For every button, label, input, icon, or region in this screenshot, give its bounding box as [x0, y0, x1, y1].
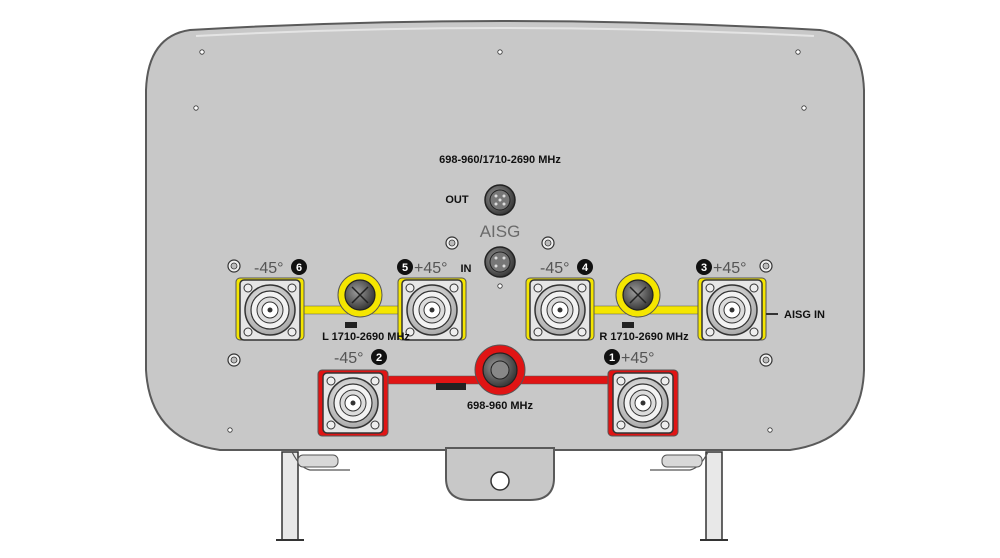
svg-text:-45°: -45°: [254, 260, 284, 277]
svg-text:5: 5: [402, 262, 408, 274]
antenna-housing: [145, 20, 865, 451]
svg-text:1: 1: [609, 352, 615, 364]
mounting-tab: [291, 447, 709, 501]
aisg-label: AISG: [480, 222, 521, 241]
right-band-label: R 1710-2690 MHz: [599, 331, 689, 343]
port-1-label: 1 +45°: [604, 349, 655, 367]
aisg-out-label: OUT: [445, 194, 469, 206]
port-6-label: -45° 6: [254, 259, 307, 277]
svg-text:+45°: +45°: [621, 350, 655, 367]
left-band-label: L 1710-2690 MHz: [322, 331, 410, 343]
mounting-bracket: [276, 451, 728, 541]
port-5-label: 5 +45°: [397, 259, 448, 277]
low-band-label: 698-960 MHz: [467, 400, 534, 412]
frequency-label-top: 698-960/1710-2690 MHz: [439, 154, 561, 166]
svg-text:3: 3: [701, 262, 707, 274]
svg-text:+45°: +45°: [414, 260, 448, 277]
svg-text:-45°: -45°: [540, 260, 570, 277]
port-3-label: 3 +45°: [696, 259, 747, 277]
svg-text:4: 4: [582, 262, 589, 274]
svg-text:6: 6: [296, 262, 302, 274]
svg-text:+45°: +45°: [713, 260, 747, 277]
aisg-in-side-label: AISG IN: [784, 309, 825, 321]
aisg-in-label: IN: [461, 263, 472, 275]
aisg-out-connector: [484, 184, 516, 216]
svg-text:-45°: -45°: [334, 350, 364, 367]
port-2-label: -45° 2: [334, 349, 387, 367]
port-4-label: -45° 4: [540, 259, 593, 277]
aisg-in-connector: [484, 246, 516, 278]
svg-text:2: 2: [376, 352, 382, 364]
